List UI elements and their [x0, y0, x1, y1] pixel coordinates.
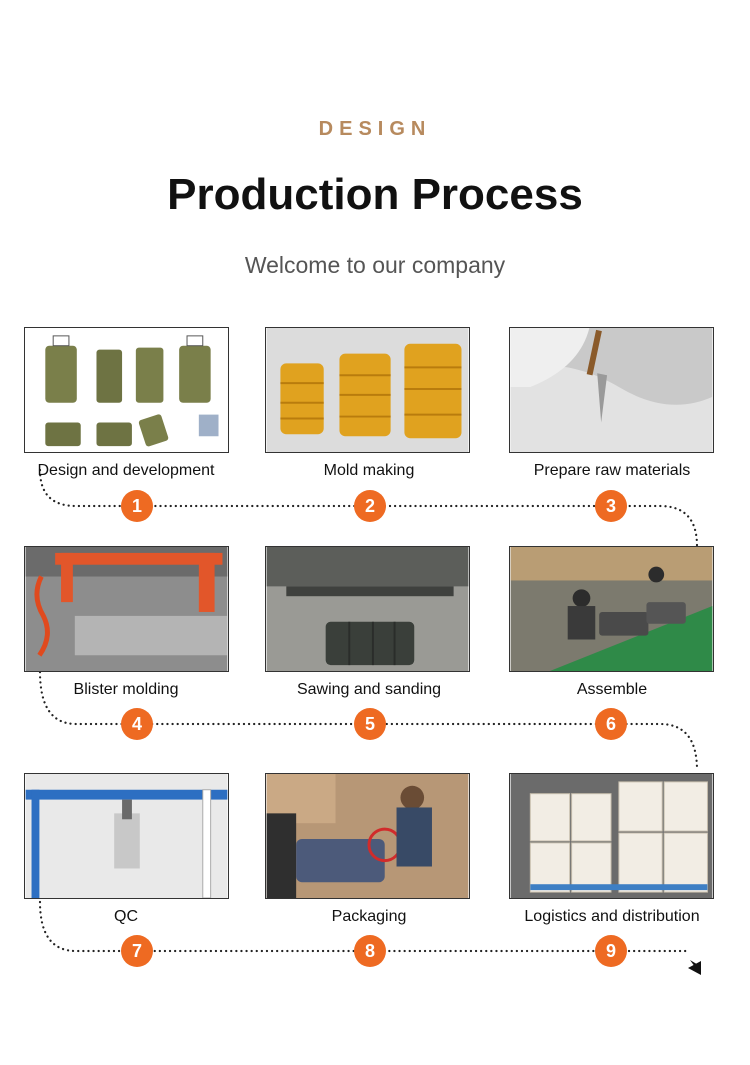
step-label-3: Prepare raw materials	[533, 462, 691, 479]
sawing-machine-icon	[266, 547, 469, 671]
step-badge-6: 6	[595, 708, 627, 740]
step-label-8: Packaging	[331, 908, 407, 925]
suitcase-blueprint-icon	[25, 328, 228, 452]
page-subtitle: Welcome to our company	[244, 252, 506, 278]
raw-granules-icon	[510, 328, 713, 452]
step-label-7: QC	[114, 908, 138, 925]
molding-machine-icon	[25, 547, 228, 671]
assembly-line-icon	[510, 547, 713, 671]
step-label-1: Design and development	[37, 462, 215, 479]
photo-mold-making	[265, 327, 470, 453]
photo-packaging	[265, 773, 470, 899]
arrow-left-icon	[688, 961, 701, 975]
step-badge-1: 1	[121, 490, 153, 522]
warehouse-boxes-icon	[510, 774, 713, 898]
step-label-2: Mold making	[323, 462, 415, 479]
photo-assemble	[509, 546, 714, 672]
step-label-4: Blister molding	[73, 681, 179, 698]
photo-design-and-development	[24, 327, 229, 453]
step-badge-2: 2	[354, 490, 386, 522]
step-badge-7: 7	[121, 935, 153, 967]
step-badge-5: 5	[354, 708, 386, 740]
step-label-6: Assemble	[576, 681, 648, 698]
qc-test-rig-icon	[25, 774, 228, 898]
photo-prepare-raw-materials	[509, 327, 714, 453]
photo-blister-molding	[24, 546, 229, 672]
mold-drawing-icon	[266, 328, 469, 452]
packaging-worker-icon	[266, 774, 469, 898]
step-badge-3: 3	[595, 490, 627, 522]
step-label-5: Sawing and sanding	[296, 681, 442, 698]
photo-sawing-and-sanding	[265, 546, 470, 672]
step-badge-8: 8	[354, 935, 386, 967]
step-label-9: Logistics and distribution	[524, 908, 700, 925]
photo-logistics-and-distribution	[509, 773, 714, 899]
page-title: Production Process	[167, 170, 583, 219]
step-badge-4: 4	[121, 708, 153, 740]
section-eyebrow: DESIGN	[318, 118, 432, 140]
photo-qc	[24, 773, 229, 899]
step-badge-9: 9	[595, 935, 627, 967]
